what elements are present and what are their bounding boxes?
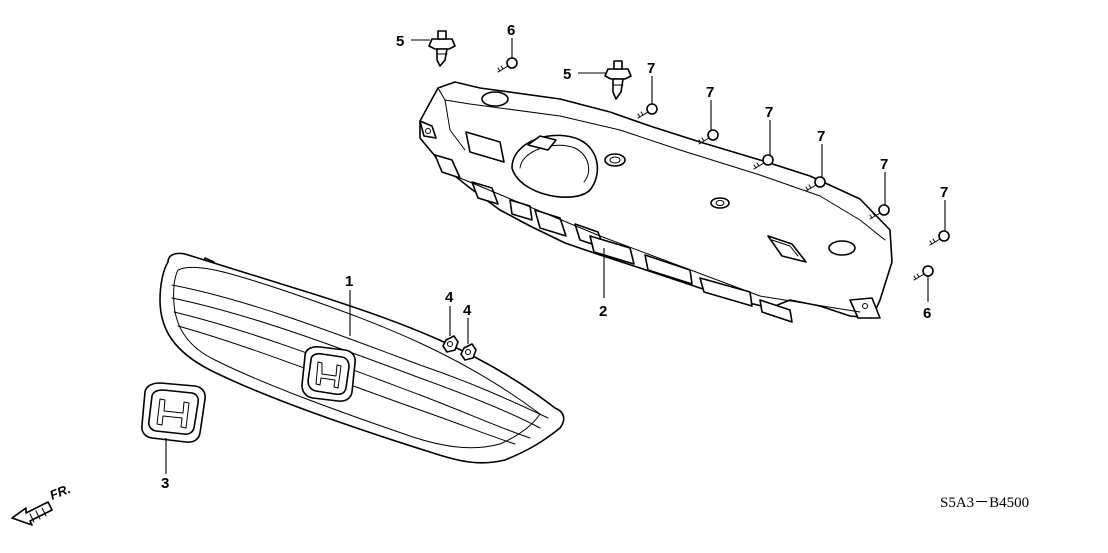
screw-part-6-b [913, 265, 934, 281]
screw-part-7-d [805, 176, 826, 192]
front-arrow-icon [11, 501, 53, 526]
screw-part-7-e [869, 204, 890, 220]
callout-6-a: 6 [507, 22, 515, 39]
callout-7-c: 7 [765, 104, 773, 121]
callout-4-a: 4 [445, 289, 454, 306]
callout-3: 3 [161, 475, 169, 492]
screw-part-7-b [698, 129, 719, 145]
front-grille-part-1 [159, 252, 565, 464]
callout-5-a: 5 [396, 33, 404, 50]
screw-part-6-a [497, 57, 518, 73]
screw-part-7-f [929, 230, 950, 246]
callout-7-b: 7 [706, 84, 714, 101]
callout-7-f: 7 [940, 184, 948, 201]
callout-6-b: 6 [923, 305, 931, 322]
front-direction-indicator: FR. [11, 481, 73, 526]
callout-5-b: 5 [563, 66, 571, 83]
grille-base-part-2 [419, 81, 893, 323]
callout-1: 1 [345, 273, 353, 290]
callout-7-e: 7 [880, 156, 888, 173]
clip-part-5-b [604, 60, 632, 100]
callout-labels: 1 2 3 4 4 5 5 6 6 7 7 7 7 7 7 [161, 22, 948, 492]
clip-part-5-a [428, 30, 456, 67]
callout-4-b: 4 [463, 302, 472, 319]
leader-lines [165, 38, 946, 474]
screw-part-7-c [753, 154, 774, 170]
callout-7-a: 7 [647, 60, 655, 77]
nut-part-4-a [442, 335, 459, 353]
screw-part-7-a [637, 103, 658, 119]
diagram-code: S5A3－B4500 [940, 495, 1029, 511]
callout-7-d: 7 [817, 128, 825, 145]
front-label: FR. [48, 481, 73, 503]
emblem-part-3 [141, 382, 206, 443]
nut-part-4-b [460, 343, 477, 361]
callout-2: 2 [599, 303, 607, 320]
